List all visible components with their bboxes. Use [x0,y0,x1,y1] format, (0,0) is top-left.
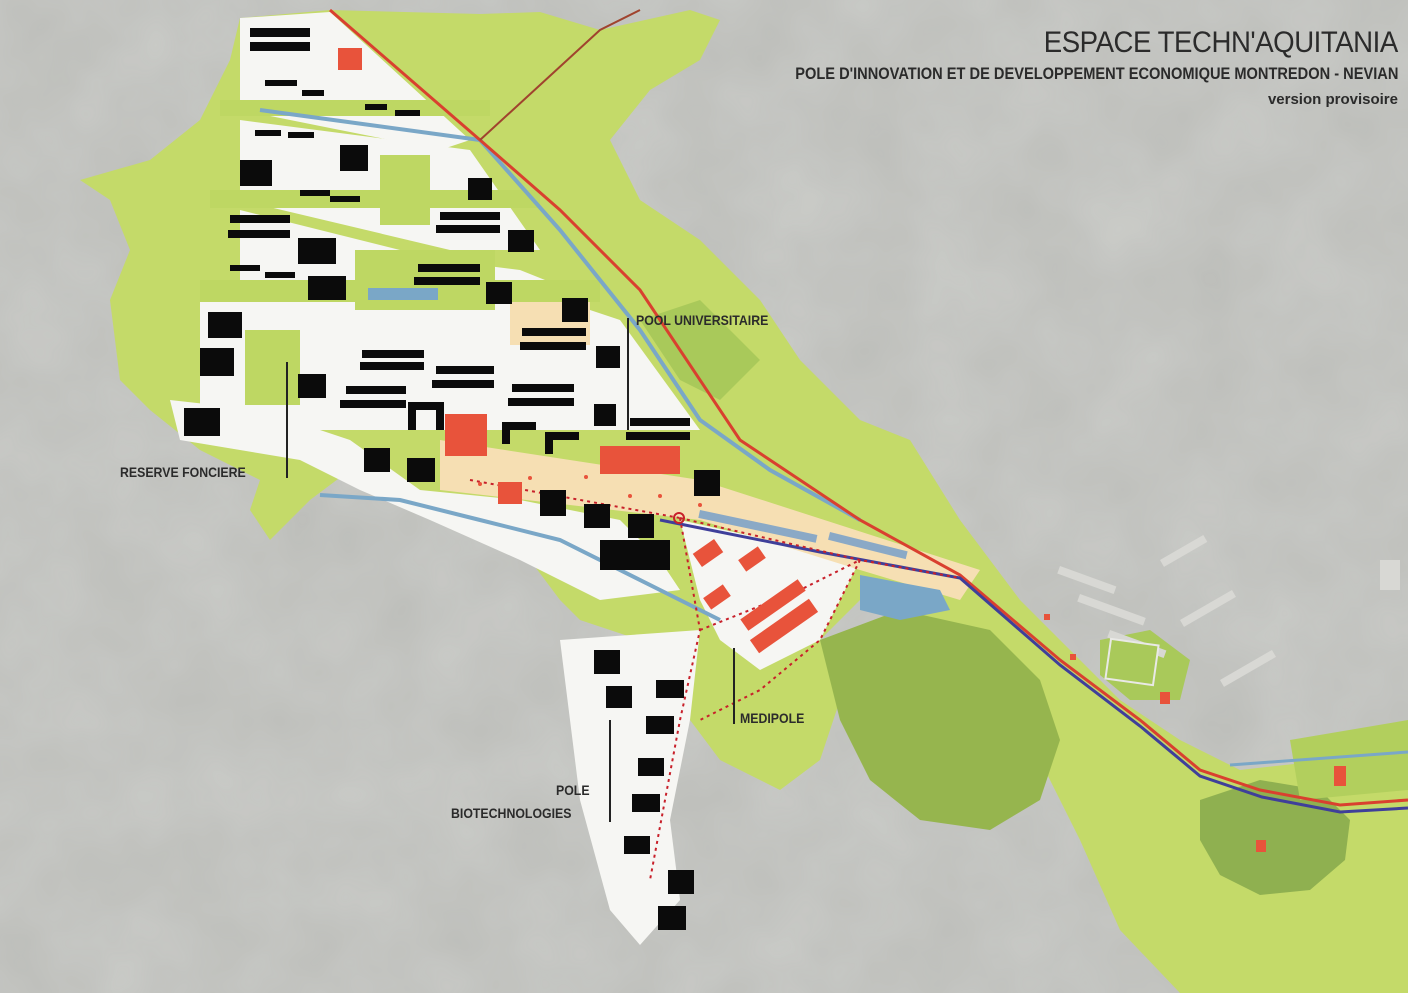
green-zone-strip [640,300,760,400]
map-subtitle: POLE D'INNOVATION ET DE DEVELOPPEMENT EC… [794,64,1398,83]
version-note: version provisoire [1267,91,1398,108]
label-reserve-fonciere: RESERVE FONCIERE [120,464,246,480]
map-title: ESPACE TECHN'AQUITANIA [1043,26,1398,59]
green-zone-park [820,610,1060,830]
dotted-paths [469,479,961,881]
buildings [184,28,720,930]
label-lines [286,318,735,822]
green-zone-east [1200,780,1350,895]
plaza-markers [478,475,702,507]
label-pole: POLE [556,782,590,798]
green-zone-fields [1290,720,1408,800]
accent-buildings [338,48,1346,852]
label-pool-universitaire: POOL UNIVERSITAIRE [636,312,769,328]
label-medipole: MEDIPOLE [740,710,805,726]
sports-field [1104,637,1160,687]
path-node [673,512,685,524]
label-biotechnologies: BIOTECHNOLOGIES [451,805,572,821]
